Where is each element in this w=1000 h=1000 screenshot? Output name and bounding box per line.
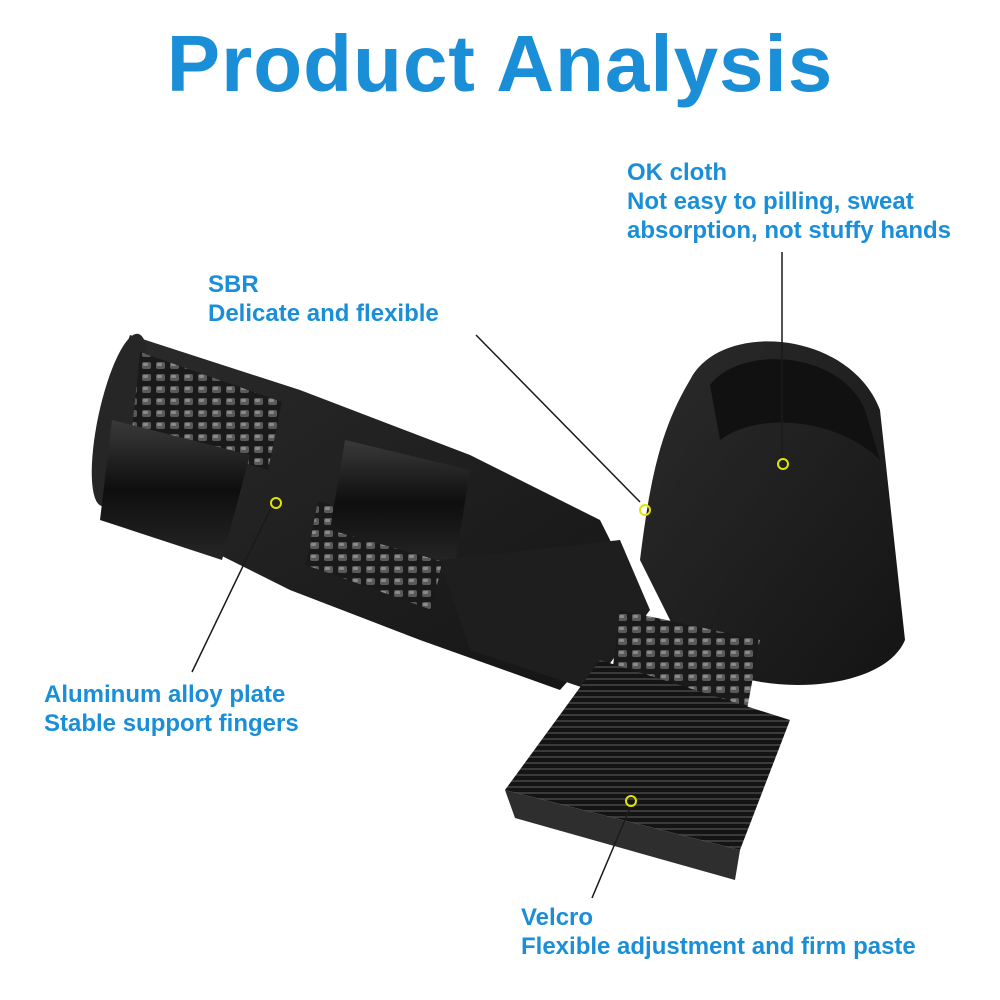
callout-ok-cloth: OK cloth Not easy to pilling, sweat abso… — [627, 158, 951, 245]
finger-splint — [91, 333, 650, 690]
callout-sbr-name: SBR — [208, 271, 259, 298]
callout-ok-cloth-line2: absorption, not stuffy hands — [627, 217, 951, 244]
sbr-marker — [639, 504, 651, 516]
callout-ok-cloth-line1: Not easy to pilling, sweat — [627, 188, 914, 215]
callout-aluminum-name: Aluminum alloy plate — [44, 681, 286, 708]
callout-sbr-line1: Delicate and flexible — [208, 300, 439, 327]
callout-velcro: Velcro Flexible adjustment and firm past… — [521, 903, 916, 961]
callout-velcro-line1: Flexible adjustment and firm paste — [521, 933, 916, 960]
aluminum-marker — [270, 497, 282, 509]
velcro-loop-band — [505, 341, 905, 880]
page-title: Product Analysis — [166, 19, 834, 108]
ok-cloth-marker — [777, 458, 789, 470]
callout-aluminum: Aluminum alloy plate Stable support fing… — [44, 680, 299, 738]
velcro-marker — [625, 795, 637, 807]
callout-aluminum-line1: Stable support fingers — [44, 710, 299, 737]
callout-sbr: SBR Delicate and flexible — [208, 270, 439, 328]
callout-ok-cloth-name: OK cloth — [627, 159, 727, 186]
callout-markers — [191, 252, 789, 899]
callout-velcro-name: Velcro — [521, 904, 594, 931]
